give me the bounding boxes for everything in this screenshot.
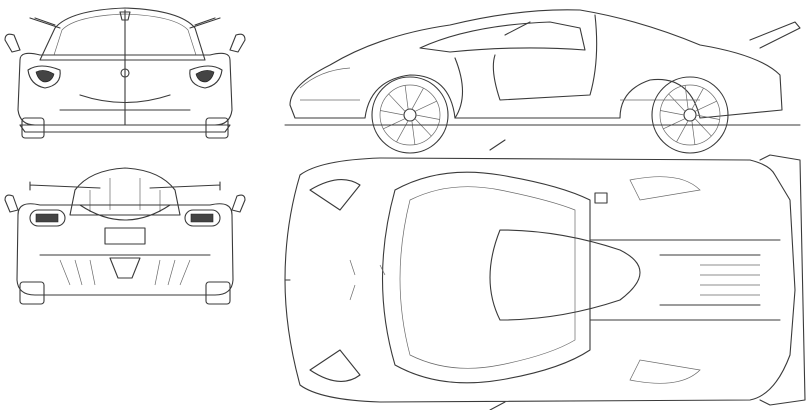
front-view xyxy=(4,7,246,139)
top-view xyxy=(284,139,806,410)
side-view xyxy=(284,9,801,154)
rear-view xyxy=(4,167,246,305)
